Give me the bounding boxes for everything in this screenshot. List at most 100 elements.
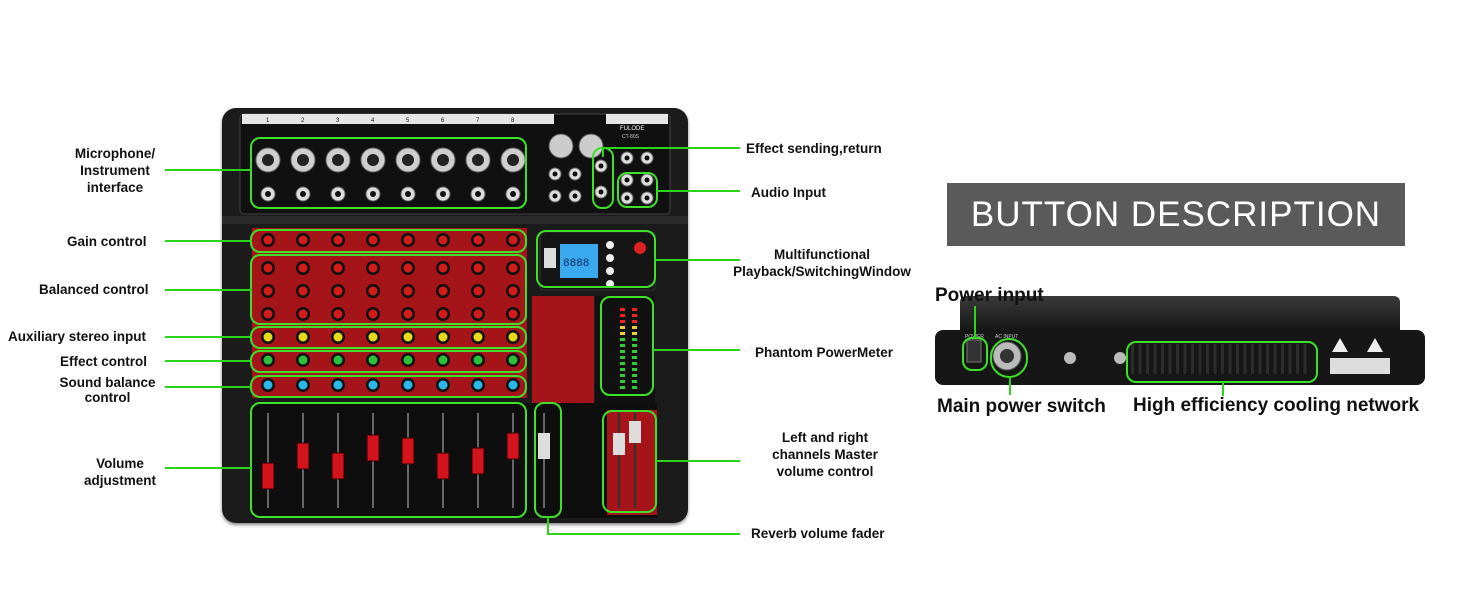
- line-input-jack-hole: [370, 191, 376, 197]
- knob-cap: [263, 263, 273, 273]
- connector-lcd: [655, 259, 740, 261]
- knob-cap: [508, 332, 518, 342]
- line-input-jack-hole: [265, 191, 271, 197]
- knob-cap: [438, 286, 448, 296]
- effects-fader-cap: [538, 433, 550, 459]
- knob-cap: [508, 355, 518, 365]
- fader-cap: [331, 452, 345, 480]
- knob-cap: [473, 263, 483, 273]
- vent-slot: [1243, 344, 1247, 374]
- vent-slot: [1183, 344, 1187, 374]
- label-effect-sending: Effect sending,return: [746, 141, 882, 156]
- knob-cap: [263, 380, 273, 390]
- knob-cap: [508, 286, 518, 296]
- highlight-phantom-meter: [600, 296, 654, 396]
- connector-volume: [165, 467, 252, 469]
- knob-cap: [263, 235, 273, 245]
- meter-led-left: [620, 332, 625, 335]
- meter-led-right: [632, 344, 637, 347]
- vent-slot: [1303, 344, 1307, 374]
- label-cooling-network: High efficiency cooling network: [1133, 395, 1420, 416]
- vent-slot: [1281, 344, 1284, 374]
- highlight-balanced: [250, 254, 527, 325]
- connector-reverb: [547, 533, 740, 535]
- highlight-main-switch: [990, 338, 1028, 378]
- knob-cap: [438, 235, 448, 245]
- knob-cap: [368, 263, 378, 273]
- label-sound-balance: Sound balance control: [59, 375, 156, 405]
- label-gain-control: Gain control: [67, 234, 147, 249]
- knob-cap: [298, 263, 308, 273]
- knob-cap: [298, 309, 308, 319]
- rear-ac-text: AC INPUT: [995, 334, 1018, 340]
- knob-cap: [368, 309, 378, 319]
- knob-cap: [438, 309, 448, 319]
- fader-cap: [296, 442, 310, 470]
- vent-slot: [1206, 344, 1209, 374]
- meter-led-left: [620, 356, 625, 359]
- knob-cap: [508, 263, 518, 273]
- meter-led-left: [620, 344, 625, 347]
- connector-effect-send-v: [602, 147, 604, 157]
- meter-led-right: [632, 308, 637, 311]
- knob-cap: [368, 235, 378, 245]
- vent-slot: [1213, 344, 1217, 374]
- label-balanced-control: Balanced control: [39, 282, 149, 297]
- io-jack-hole: [572, 171, 578, 177]
- vent-slot: [1228, 344, 1232, 374]
- line-input-jack-hole: [300, 191, 306, 197]
- knob-cap: [263, 355, 273, 365]
- vent-slot: [1221, 344, 1224, 374]
- line-input-jack-hole: [405, 191, 411, 197]
- fader-cap: [366, 434, 380, 462]
- meter-led-left: [620, 374, 625, 377]
- label-volume-adjustment: Volume adjustment: [83, 456, 156, 488]
- knob-cap: [403, 235, 413, 245]
- connector-master: [656, 460, 740, 462]
- highlight-sound-balance: [250, 375, 527, 398]
- vent-slot: [1251, 344, 1254, 374]
- xlr-input-center: [297, 154, 309, 166]
- highlight-volume: [250, 402, 527, 518]
- fader-cap: [436, 452, 450, 480]
- meter-led-right: [632, 356, 637, 359]
- knob-cap: [298, 235, 308, 245]
- knob-cap: [333, 355, 343, 365]
- vent-slot: [1146, 344, 1149, 374]
- knob-cap: [333, 235, 343, 245]
- knob-cap: [333, 309, 343, 319]
- vent-slot: [1236, 344, 1239, 374]
- io-jack-hole: [598, 189, 604, 195]
- knob-cap: [298, 286, 308, 296]
- fader-track: [267, 413, 269, 508]
- knob-cap: [403, 355, 413, 365]
- meter-led-left: [620, 326, 625, 329]
- label-reverb-fader: Reverb volume fader: [751, 526, 885, 541]
- master-fader-track-right: [634, 413, 636, 508]
- knob-cap: [403, 380, 413, 390]
- knob-cap: [298, 380, 308, 390]
- io-jack-hole: [598, 163, 604, 169]
- label-master-volume: Left and right channels Master volume co…: [772, 430, 878, 479]
- highlight-gain: [250, 229, 527, 253]
- highlight-power-input: [962, 337, 988, 371]
- fader-cap: [261, 462, 275, 490]
- channel-number: 1: [266, 118, 270, 124]
- knob-cap: [333, 286, 343, 296]
- rear-panel-top: [960, 296, 1400, 332]
- connector-effect: [165, 360, 252, 362]
- connector-aux: [165, 336, 252, 338]
- knob-cap: [333, 332, 343, 342]
- meter-led-right: [632, 338, 637, 341]
- vent-slot: [1258, 344, 1262, 374]
- io-jack-hole: [644, 155, 650, 161]
- io-jack-hole: [572, 193, 578, 199]
- knob-cap: [333, 380, 343, 390]
- vent-slot: [1296, 344, 1299, 374]
- channel-number: 6: [441, 118, 445, 124]
- vent-slot: [1288, 344, 1292, 374]
- meter-led-left: [620, 314, 625, 317]
- knob-cap: [438, 380, 448, 390]
- meter-led-left: [620, 368, 625, 371]
